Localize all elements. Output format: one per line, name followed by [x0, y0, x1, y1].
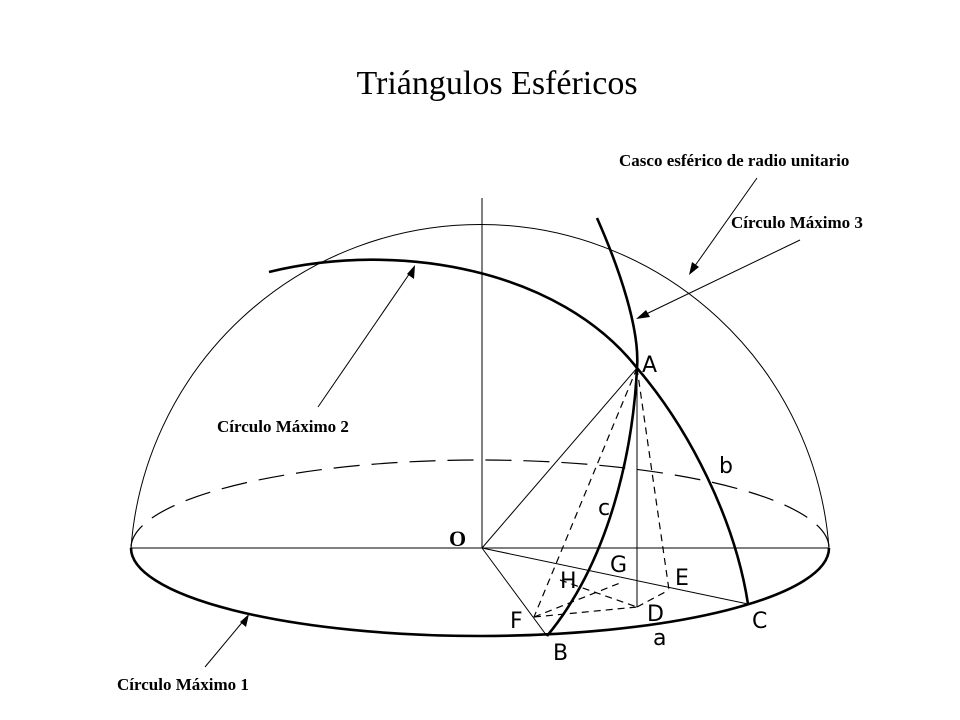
point-B: B [553, 641, 568, 666]
label-shell: Casco esférico de radio unitario [619, 151, 849, 170]
hemisphere-outline [130, 223, 830, 549]
radius-OC [481, 547, 749, 605]
arrow-shell-head [689, 262, 699, 275]
point-H: H [560, 569, 577, 594]
arrow-circle2-head [407, 265, 415, 279]
arrow-circle2-line [317, 269, 413, 408]
segment-DE [636, 589, 670, 608]
arc-label-a: a [653, 626, 666, 651]
diagram-title: Triángulos Esféricos [356, 65, 637, 102]
great-circle-2 [268, 258, 750, 605]
segment-FD [533, 606, 638, 618]
segment-HD [559, 579, 638, 608]
label-circle3: Círculo Máximo 3 [731, 213, 863, 232]
great-circle-1 [129, 547, 831, 638]
point-E: E [675, 566, 689, 591]
arrow-circle3-head [636, 310, 650, 319]
arrow-circle3-line [641, 239, 801, 317]
point-C: C [752, 609, 767, 634]
segment-AE [636, 367, 670, 591]
point-D: D [647, 602, 664, 627]
arrow-circle1-head [240, 614, 249, 627]
radius-OA [481, 367, 638, 549]
arc-label-b: b [719, 454, 733, 479]
equator-back-dashed [130, 459, 830, 549]
arrow-shell-line [691, 177, 758, 271]
arc-label-c: c [598, 496, 610, 521]
point-F: F [510, 609, 523, 634]
point-A: A [642, 353, 657, 378]
radius-OB [481, 547, 548, 637]
point-G: G [610, 553, 627, 578]
label-circle1: Círculo Máximo 1 [117, 675, 249, 694]
segment-FG [533, 582, 621, 618]
segment-AF [533, 367, 638, 618]
great-circle-3 [545, 217, 639, 637]
arrow-circle1-line [204, 618, 246, 668]
point-O: O [449, 526, 466, 551]
label-circle2: Círculo Máximo 2 [217, 417, 349, 436]
